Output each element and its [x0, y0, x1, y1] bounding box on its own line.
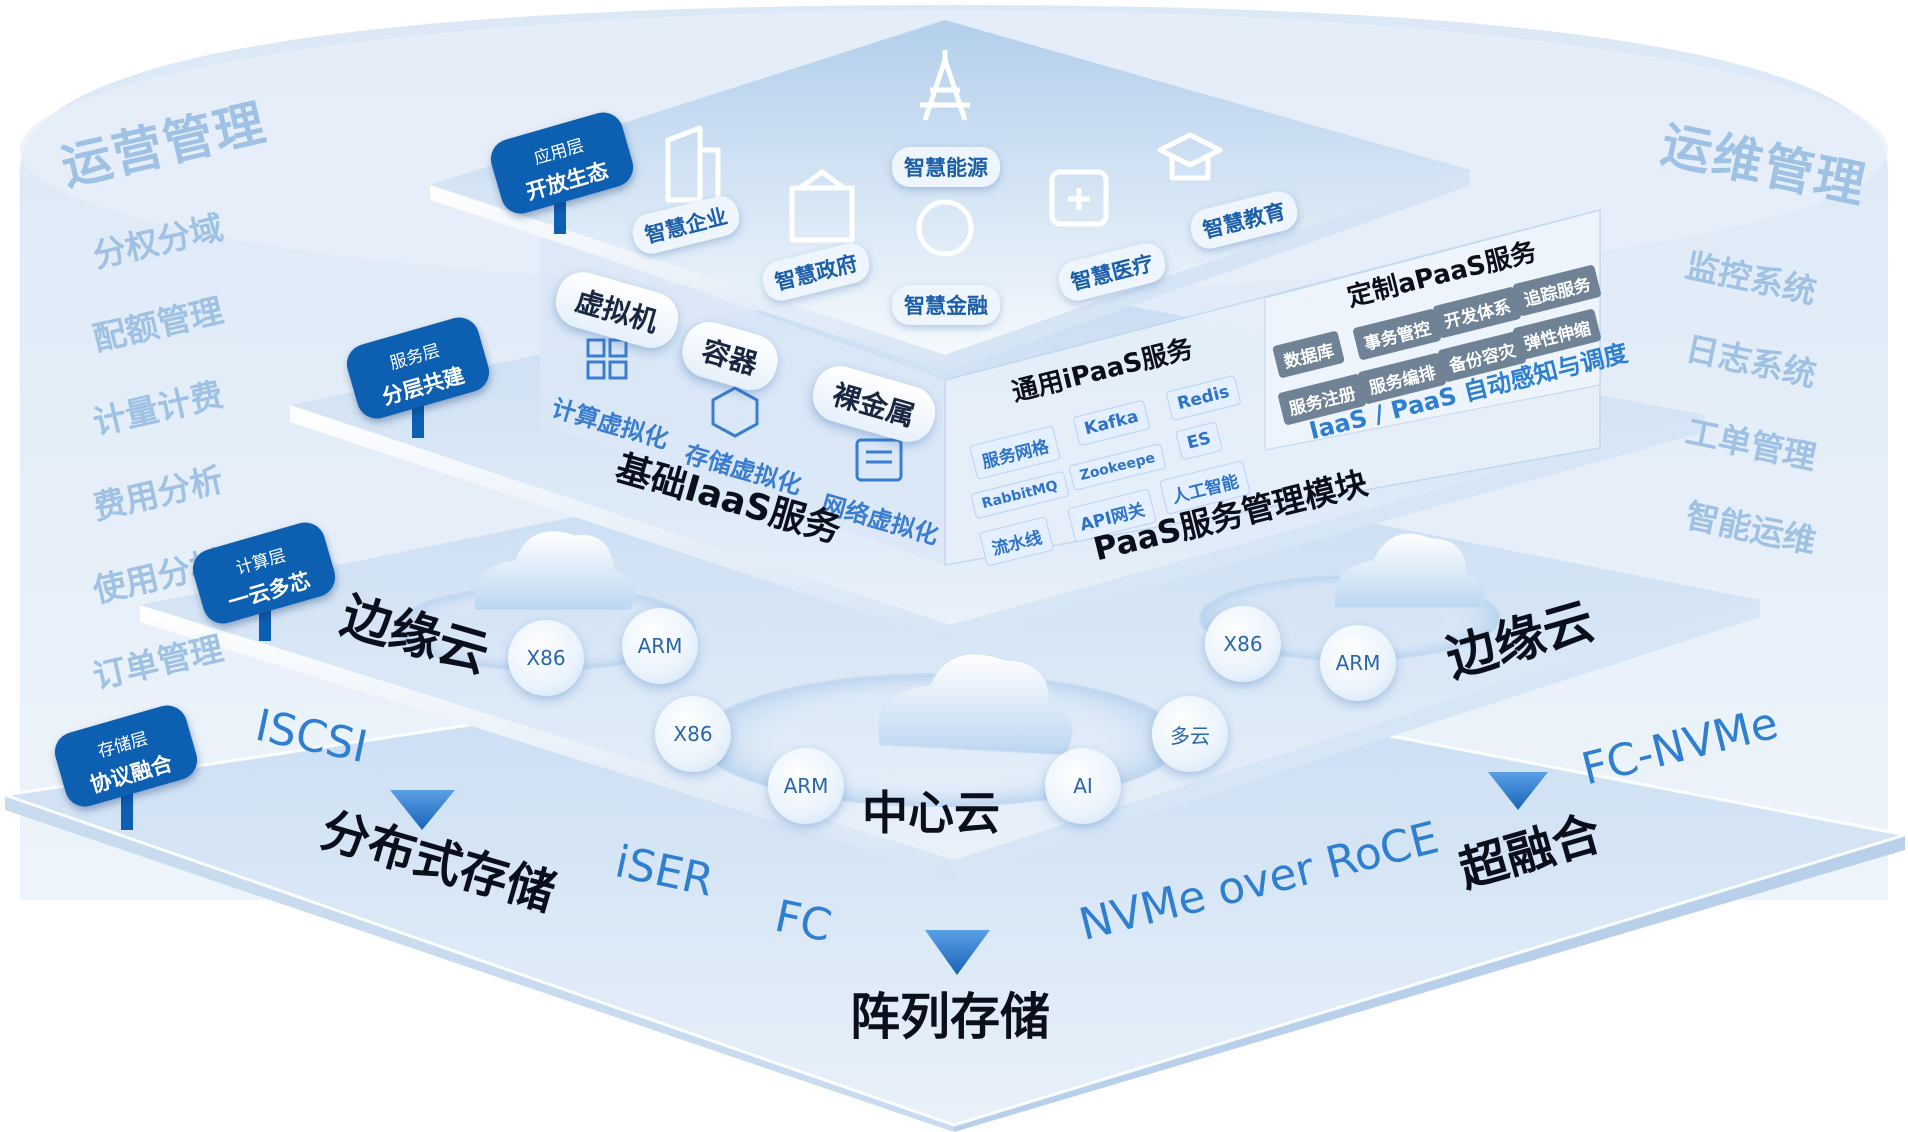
center-chip-x86: X86 [655, 696, 731, 772]
edge-left-chip-arm: ARM [622, 608, 698, 684]
edge-left-chip-x86: X86 [508, 620, 584, 696]
app-smart-finance: 智慧金融 [892, 285, 1000, 325]
storage-array: 阵列存储 [850, 988, 1050, 1046]
app-smart-energy: 智慧能源 [892, 147, 1000, 187]
edge-right-chip-arm: ARM [1320, 625, 1396, 701]
protocol-fc: FC [770, 890, 836, 953]
center-chip-multicloud: 多云 [1152, 696, 1228, 772]
edge-right-chip-x86: X86 [1205, 606, 1281, 682]
center-chip-arm: ARM [768, 748, 844, 824]
center-chip-ai: AI [1045, 748, 1121, 824]
center-cloud: 中心云 [862, 786, 1000, 840]
